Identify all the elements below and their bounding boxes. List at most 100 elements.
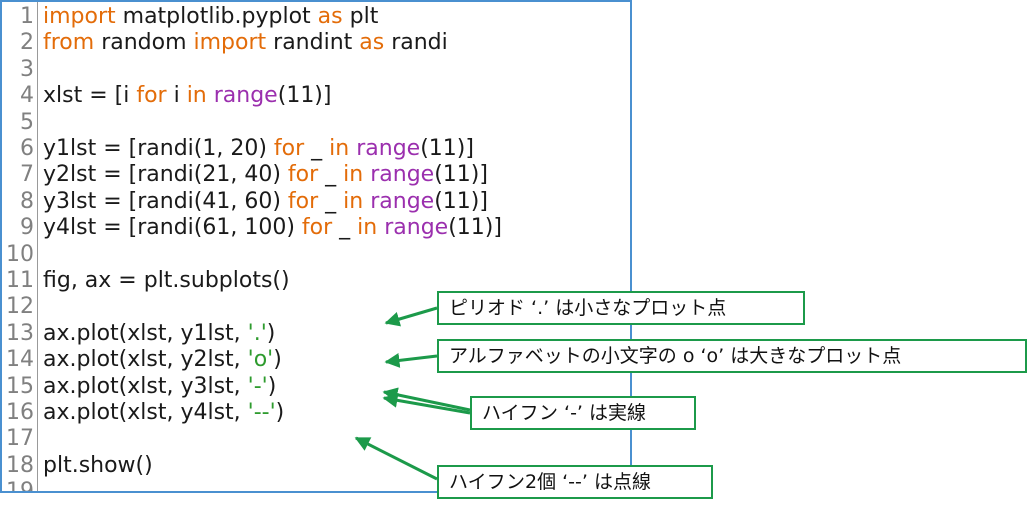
code-line[interactable]: 13 ax.plot(xlst, y1lst, '.') <box>2 320 630 347</box>
line-number: 7 <box>20 162 34 188</box>
line-number: 4 <box>20 83 34 109</box>
code-token: in <box>329 136 350 161</box>
code-text: ax.plot(xlst, y4lst, '--') <box>43 400 284 426</box>
code-line[interactable]: 17 <box>2 426 630 452</box>
code-token: (11)] <box>434 162 488 188</box>
line-number: 14 <box>6 347 34 373</box>
code-token: (11)] <box>434 188 488 214</box>
code-token: from <box>43 30 95 56</box>
code-line[interactable]: 14 ax.plot(xlst, y2lst, 'o') <box>2 347 630 373</box>
code-text: y2lst = [randi(21, 40) for _ in range(11… <box>43 162 488 188</box>
line-number: 1 <box>20 4 34 29</box>
code-token: for <box>301 215 333 241</box>
code-token: range <box>370 188 435 214</box>
code-token: _ <box>332 215 358 241</box>
code-token: ax.plot(xlst, y1lst, <box>43 320 248 346</box>
line-number: 8 <box>20 188 34 214</box>
line-number: 13 <box>6 320 34 346</box>
code-text: xlst = [i for i in range(11)] <box>43 83 331 109</box>
code-token: for <box>136 83 167 109</box>
code-token: fig, ax = plt.subplots() <box>43 268 290 293</box>
code-token: in <box>357 215 378 241</box>
code-line[interactable]: 15 ax.plot(xlst, y3lst, '-') <box>2 373 630 400</box>
code-line[interactable]: 19 <box>2 479 630 493</box>
code-token: range <box>356 136 421 161</box>
code-token: randi <box>384 30 448 56</box>
code-token: '-' <box>247 373 268 399</box>
line-number: 12 <box>6 294 34 320</box>
code-token: import <box>193 30 267 56</box>
code-line[interactable]: 1 import matplotlib.pyplot as plt <box>2 4 630 30</box>
code-line[interactable]: 4 xlst = [i for i in range(11)] <box>2 83 630 109</box>
code-token <box>207 83 214 108</box>
code-token: plt.show() <box>43 452 153 478</box>
code-line[interactable]: 10 <box>2 241 630 268</box>
code-token: ax.plot(xlst, y2lst, <box>43 347 248 373</box>
code-token: random <box>94 30 194 56</box>
code-token: y3lst = [randi(41, 60) <box>43 188 288 214</box>
code-text: ax.plot(xlst, y2lst, 'o') <box>43 347 282 373</box>
code-text: plt.show() <box>43 453 153 479</box>
callout-double-hyphen: ハイフン2個 ‘--’ は点線 <box>437 465 713 499</box>
code-line[interactable]: 5 <box>2 109 630 136</box>
line-number: 6 <box>20 136 34 161</box>
code-line[interactable]: 2 from random import randint as randi <box>2 30 630 56</box>
code-token: xlst = [i <box>43 83 137 109</box>
code-token: y2lst = [randi(21, 40) <box>43 162 288 188</box>
line-number: 10 <box>6 241 34 267</box>
code-line[interactable]: 8 y3lst = [randi(41, 60) for _ in range(1… <box>2 188 630 215</box>
code-token: for <box>287 162 319 188</box>
code-text: from random import randint as randi <box>43 30 448 56</box>
code-token: as <box>317 4 343 29</box>
code-token: matplotlib.pyplot <box>115 4 318 29</box>
code-token: y4lst = [randi(61, 100) <box>43 215 302 241</box>
callout-hyphen: ハイフン ‘-’ は実線 <box>470 396 696 430</box>
code-token: ax.plot(xlst, y4lst, <box>43 400 248 425</box>
code-token: (11)] <box>448 215 502 241</box>
line-number: 18 <box>6 452 34 478</box>
code-token: _ <box>304 136 330 161</box>
code-token: for <box>273 136 305 161</box>
code-token: randint <box>266 30 360 56</box>
line-number: 15 <box>6 373 34 399</box>
line-number: 2 <box>20 30 34 56</box>
code-token: ) <box>275 400 285 425</box>
code-token: range <box>384 215 449 241</box>
code-token: ax.plot(xlst, y3lst, <box>43 373 248 399</box>
callout-letter-o: アルファベットの小文字の o ‘o’ は大きなプロット点 <box>437 339 1027 373</box>
code-text: import matplotlib.pyplot as plt <box>43 4 378 30</box>
line-number: 16 <box>6 400 34 425</box>
code-line[interactable]: 18 plt.show() <box>2 452 630 479</box>
code-line[interactable]: 3 <box>2 56 630 83</box>
line-number: 19 <box>6 479 34 493</box>
code-token: in <box>186 83 207 109</box>
code-line[interactable]: 16 ax.plot(xlst, y4lst, '--') <box>2 400 630 426</box>
code-line[interactable]: 12 <box>2 294 630 320</box>
code-token: y1lst = [randi(1, 20) <box>43 136 274 161</box>
code-token: range <box>213 83 278 109</box>
code-editor[interactable]: 1 import matplotlib.pyplot as plt 2 from ra… <box>0 0 632 493</box>
code-token: in <box>343 162 364 188</box>
code-text: y3lst = [randi(41, 60) for _ in range(11… <box>43 189 488 215</box>
code-token: (11)] <box>277 83 332 109</box>
code-token: plt <box>342 4 379 29</box>
code-token: i <box>166 83 187 109</box>
code-token: ) <box>273 347 282 373</box>
code-text: fig, ax = plt.subplots() <box>43 268 290 294</box>
code-token: in <box>343 188 364 214</box>
code-token: 'o' <box>247 347 274 373</box>
line-number: 17 <box>6 426 34 452</box>
code-text: ax.plot(xlst, y3lst, '-') <box>43 374 276 400</box>
code-token: '.' <box>247 320 267 346</box>
code-token: ) <box>266 320 276 346</box>
code-line[interactable]: 7 y2lst = [randi(21, 40) for _ in range(1… <box>2 162 630 188</box>
code-token: range <box>370 162 435 188</box>
code-token: for <box>287 188 319 214</box>
code-token: import <box>43 4 116 29</box>
line-number: 3 <box>20 56 34 82</box>
line-number: 5 <box>20 109 34 135</box>
code-text: ax.plot(xlst, y1lst, '.') <box>43 321 275 347</box>
